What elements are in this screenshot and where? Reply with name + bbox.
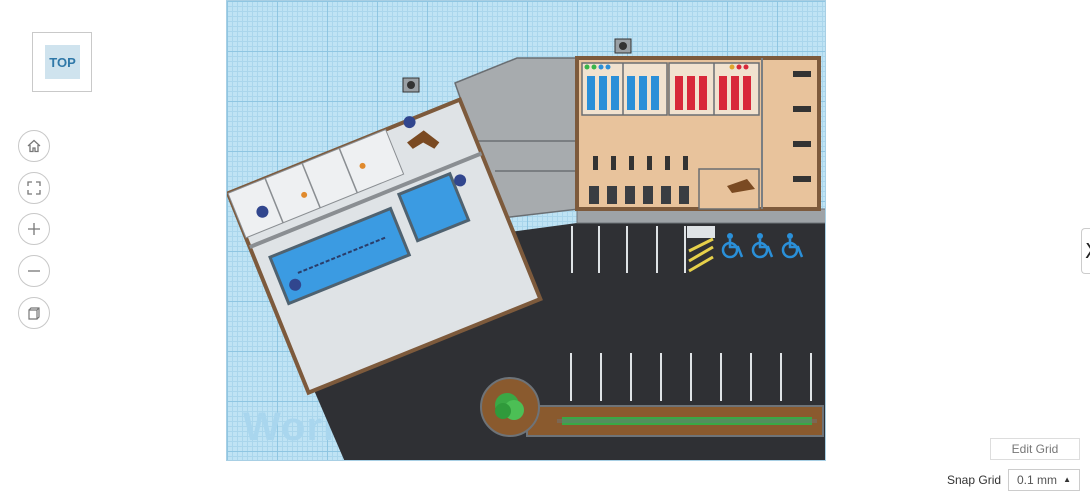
home-icon [27,139,41,153]
snap-grid-value: 0.1 mm [1017,473,1058,487]
parking-lines-top [571,226,686,273]
zoom-out-button[interactable] [18,255,50,287]
view-cube[interactable]: TOP [32,32,92,92]
spa-pool[interactable] [396,171,471,243]
perspective-cube-icon [28,307,40,320]
orthographic-toggle-button[interactable] [18,297,50,329]
landscape-island[interactable] [480,377,824,437]
parking-lines-bottom [570,353,812,401]
fit-view-button[interactable] [18,172,50,204]
minus-icon [28,270,40,272]
fixture [256,205,269,218]
caret-up-icon: ▲ [1063,475,1071,484]
pool-wing[interactable] [227,96,543,396]
side-panel-tab[interactable]: X [1081,228,1090,274]
accessible-parking-icon [721,233,744,259]
curb-right[interactable] [576,208,826,224]
side-panel-tab-glyph: X [1085,239,1090,263]
fit-all-icon [27,181,41,195]
design-scene[interactable] [227,1,826,461]
home-view-button[interactable] [18,130,50,162]
snap-grid-select[interactable]: 0.1 mm ▲ [1008,469,1080,491]
edit-grid-button[interactable]: Edit Grid [990,438,1080,460]
accessible-parking-icon [751,233,774,259]
view-cube-top-face[interactable]: TOP [45,45,80,79]
zoom-in-button[interactable] [18,213,50,245]
plus-icon [28,223,40,235]
gym-building[interactable] [575,56,821,211]
accessible-parking-icon [781,233,804,259]
parking-lines-diagonal [306,243,520,367]
snap-grid-label: Snap Grid [947,473,1002,487]
workplane[interactable]: Workplane [226,0,826,461]
